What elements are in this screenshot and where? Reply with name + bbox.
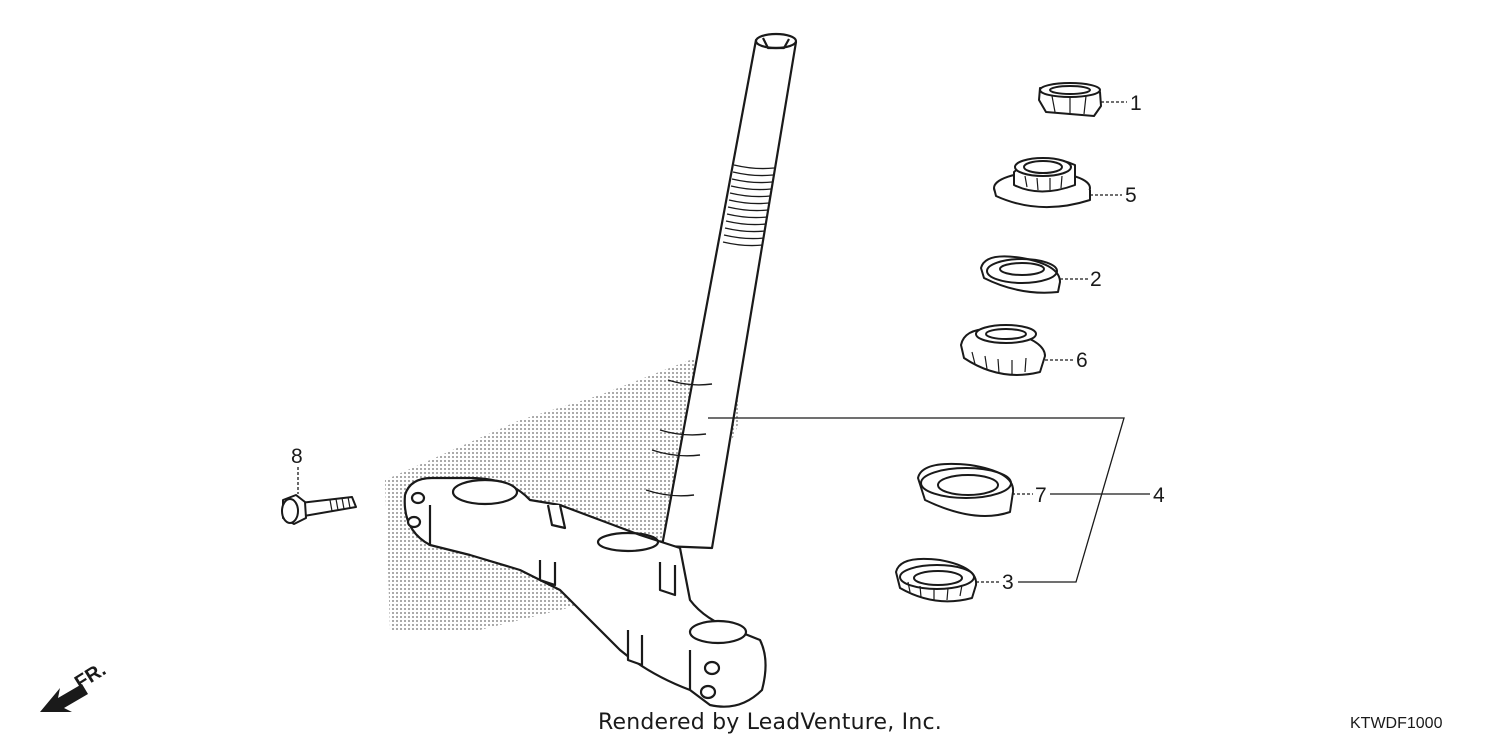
leader-lines — [297, 101, 1150, 583]
steering-bracket — [403, 476, 767, 708]
callout-5: 5 — [1125, 184, 1137, 207]
callout-4: 4 — [1153, 484, 1165, 507]
footer-credit: Rendered by LeadVenture, Inc. — [598, 710, 942, 735]
callout-1: 1 — [1130, 92, 1142, 115]
lower-race-part — [917, 462, 1015, 517]
nut-part — [1038, 82, 1102, 117]
bearing-cone-part — [960, 324, 1046, 376]
bolt-part — [281, 494, 357, 525]
seal-ring-part — [980, 255, 1061, 294]
bearing-race-part — [993, 157, 1091, 209]
lower-bearing-part — [895, 557, 978, 603]
front-direction-arrow: FR. — [40, 659, 110, 712]
diagram-code: KTWDF1000 — [1350, 715, 1443, 732]
steering-stem — [645, 32, 798, 550]
callout-3: 3 — [1002, 571, 1014, 594]
callout-6: 6 — [1076, 349, 1088, 372]
callout-7: 7 — [1035, 484, 1047, 507]
callout-2: 2 — [1090, 268, 1102, 291]
callout-8: 8 — [291, 445, 303, 468]
